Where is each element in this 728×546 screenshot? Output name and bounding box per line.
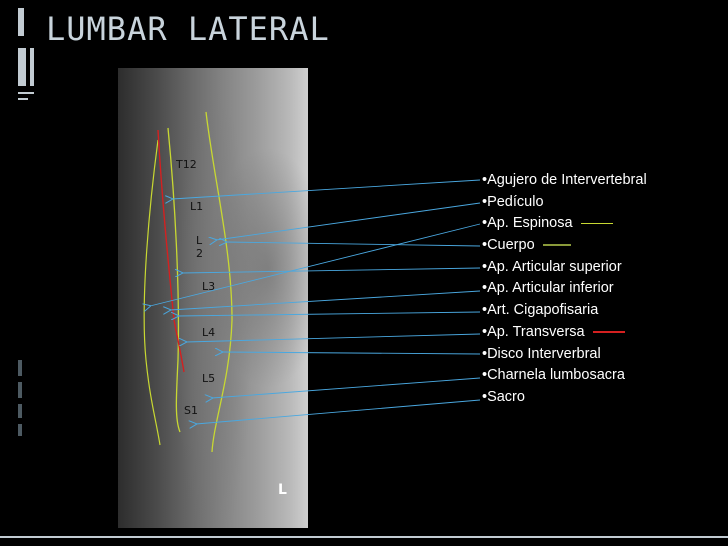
slide-title: LUMBAR LATERAL — [46, 10, 330, 48]
deco-bar — [18, 98, 28, 100]
anatomy-legend: •Agujero de Intervertebral •Pedículo •Ap. … — [482, 170, 647, 409]
arrow-espinosa — [150, 223, 481, 306]
lumbar-xray-image — [118, 68, 308, 528]
deco-bar — [18, 48, 26, 86]
arrow-articular-sup — [182, 267, 481, 273]
legend-item: •Ap. Transversa — [482, 322, 647, 344]
legend-item: •Ap. Articular superior — [482, 257, 647, 279]
level-label-l5: L5 — [202, 372, 216, 385]
level-label-l4: L4 — [202, 326, 216, 339]
legend-color-swatch — [542, 244, 571, 246]
level-label-t12: T12 — [176, 158, 197, 171]
posterior-body-outline — [167, 127, 181, 433]
level-label-l1: L1 — [190, 200, 204, 213]
legend-item-label: •Ap. Espinosa — [482, 215, 573, 232]
transverse-process-line — [157, 129, 185, 373]
level-label-l2: L 2 — [196, 234, 203, 260]
deco-bar — [18, 404, 22, 418]
deco-bar — [18, 424, 22, 436]
legend-item-label: •Art. Cigapofisaria — [482, 302, 599, 319]
level-label-l3: L3 — [202, 280, 216, 293]
deco-bar — [18, 92, 34, 94]
legend-item: •Cuerpo — [482, 235, 647, 257]
arrow-pediculo — [216, 202, 481, 240]
level-label-s1: S1 — [184, 404, 198, 417]
anterior-body-outline — [205, 111, 233, 453]
arrow-disco — [222, 352, 481, 354]
legend-item-label: •Ap. Transversa — [482, 323, 585, 340]
deco-bar — [30, 48, 34, 86]
arrow-agujero — [172, 179, 481, 199]
legend-item: •Pedículo — [482, 192, 647, 214]
annotation-arrows — [150, 179, 481, 424]
legend-item-label: •Ap. Articular superior — [482, 258, 622, 275]
arrow-articular-inf — [170, 290, 481, 310]
legend-color-swatch — [580, 222, 613, 225]
legend-item: •Disco Interverbral — [482, 344, 647, 366]
legend-item: •Ap. Espinosa — [482, 213, 647, 235]
legend-item-label: •Agujero de Intervertebral — [482, 172, 647, 188]
arrow-cigapofisaria — [178, 311, 481, 316]
legend-color-swatch — [592, 331, 625, 333]
legend-item: •Agujero de Intervertebral — [482, 170, 647, 192]
legend-item-label: •Charnela lumbosacra — [482, 367, 625, 384]
film-side-marker: L — [278, 482, 287, 498]
legend-item: •Art. Cigapofisaria — [482, 300, 647, 322]
legend-item-label: •Disco Interverbral — [482, 345, 601, 362]
deco-bar — [18, 382, 22, 398]
deco-bar — [18, 8, 24, 36]
legend-item: •Sacro — [482, 387, 647, 409]
legend-item: •Ap. Articular inferior — [482, 278, 647, 300]
bottom-rule — [0, 536, 728, 538]
legend-item: •Charnela lumbosacra — [482, 365, 647, 387]
arrow-transversa — [186, 333, 481, 342]
arrow-cuerpo — [226, 242, 481, 247]
arrow-charnela — [212, 377, 481, 398]
legend-item-label: •Ap. Articular inferior — [482, 280, 614, 297]
legend-item-label: •Sacro — [482, 388, 525, 405]
arrow-sacro — [196, 399, 481, 424]
legend-item-label: •Pedículo — [482, 193, 544, 210]
legend-item-label: •Cuerpo — [482, 237, 535, 254]
deco-bar — [18, 360, 22, 376]
spinous-outline — [143, 139, 161, 446]
